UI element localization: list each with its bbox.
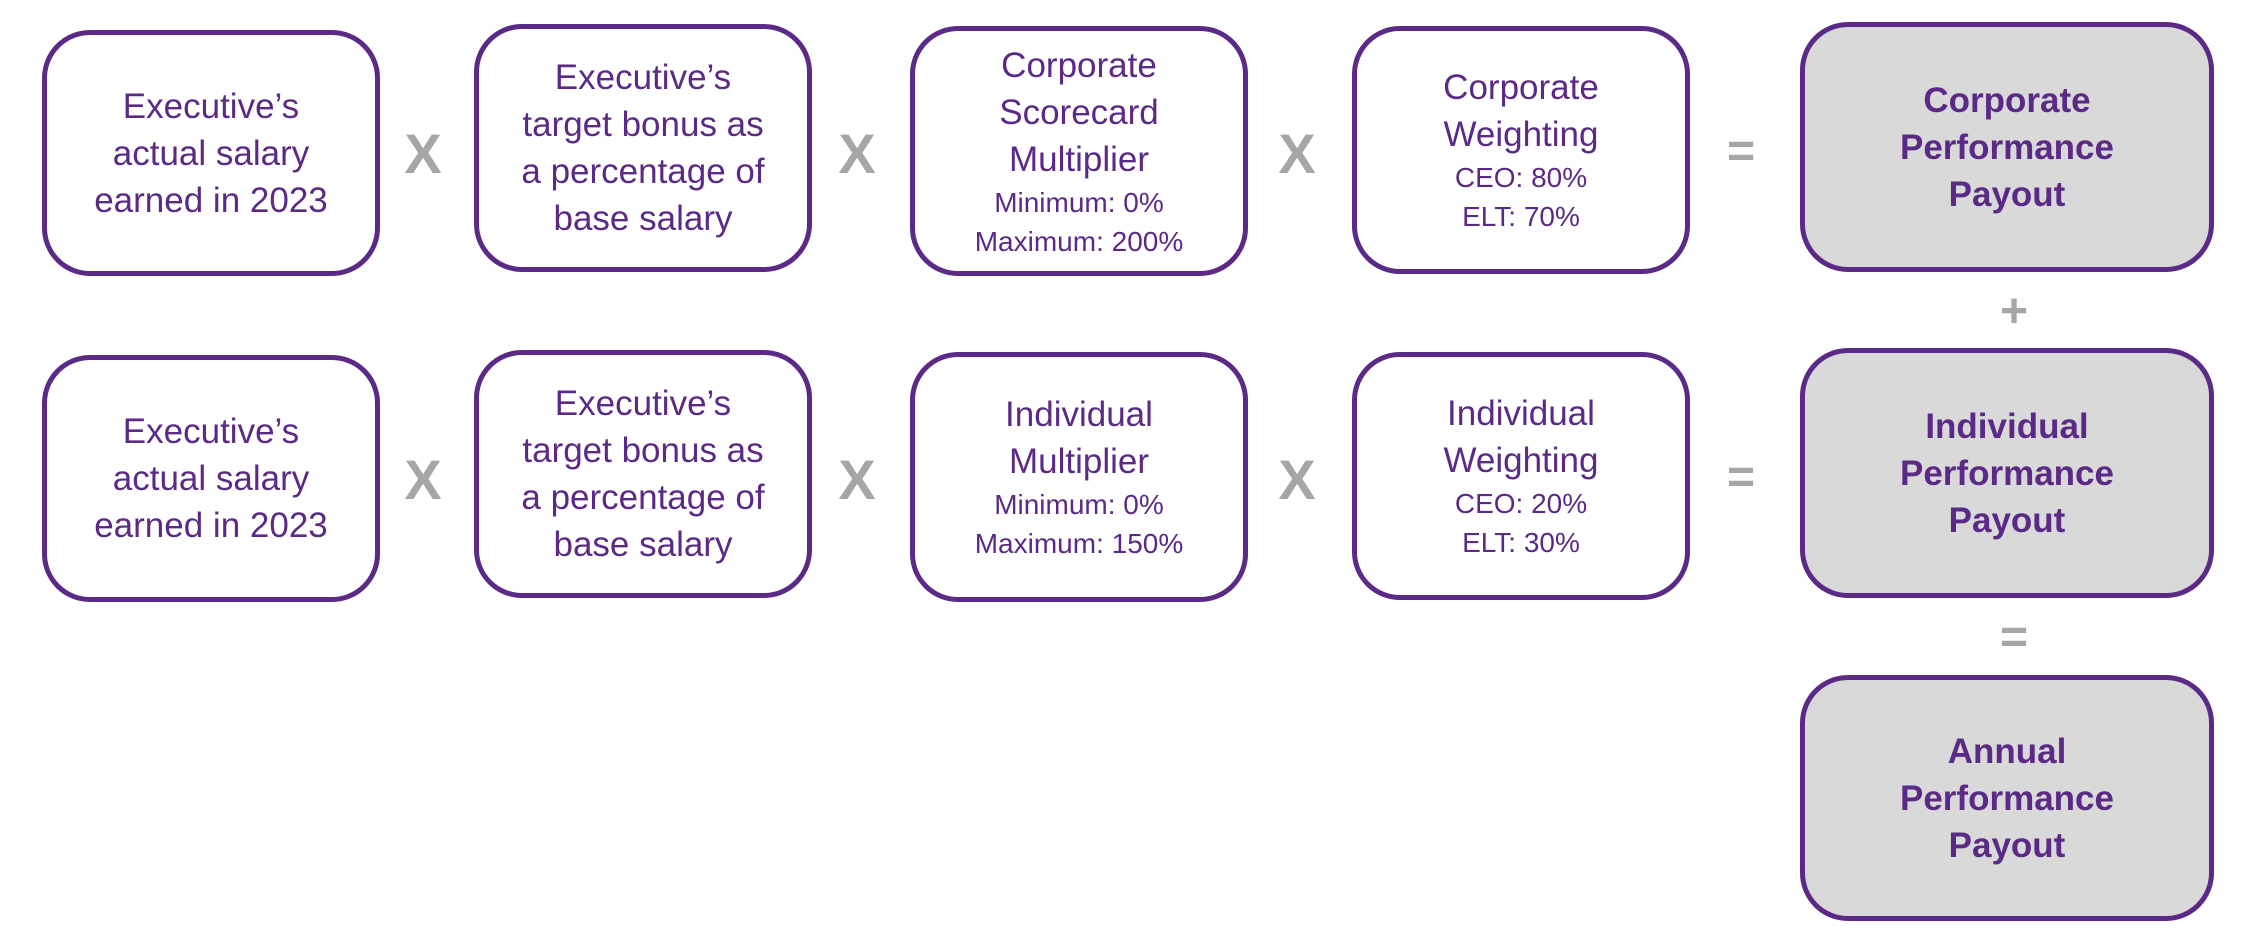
- corporate-payout-text: Corporate Performance Payout: [1900, 80, 2114, 214]
- row2-equals: =: [1726, 451, 1756, 504]
- total-equals-operator: =: [1999, 611, 2029, 664]
- corporate-payout-box: Corporate Performance Payout: [1800, 22, 2214, 272]
- row2-salary-text: Executive’s actual salary earned in 2023: [94, 412, 328, 545]
- corporate-multiplier-range: Minimum: 0% Maximum: 200%: [974, 186, 1184, 257]
- row1-times-2: X: [838, 122, 876, 185]
- individual-payout-text: Individual Performance Payout: [1900, 406, 2114, 540]
- individual-weighting-title: Individual Weighting: [1443, 394, 1599, 480]
- individual-weighting-values: CEO: 20% ELT: 30%: [1454, 488, 1588, 558]
- individual-payout-box: Individual Performance Payout: [1800, 348, 2214, 598]
- corporate-multiplier-title: Corporate Scorecard Multiplier: [999, 45, 1159, 179]
- row1-salary-text: Executive’s actual salary earned in 2023: [94, 86, 328, 220]
- individual-multiplier-box: Individual Multiplier Minimum: 0% Maximu…: [910, 352, 1248, 602]
- row2-target-bonus-box: Executive’s target bonus as a percentage…: [474, 350, 812, 598]
- corporate-weighting-values: CEO: 80% ELT: 70%: [1454, 162, 1588, 232]
- row2-times-2: X: [838, 448, 876, 511]
- annual-payout-box: Annual Performance Payout: [1800, 675, 2214, 921]
- plus-operator: +: [1999, 285, 2029, 338]
- row2-target-bonus-text: Executive’s target bonus as a percentage…: [521, 384, 765, 564]
- row1-equals: =: [1726, 125, 1756, 178]
- individual-weighting-box: Individual Weighting CEO: 20% ELT: 30%: [1352, 352, 1690, 600]
- individual-multiplier-range: Minimum: 0% Maximum: 150%: [974, 489, 1184, 559]
- individual-multiplier-title: Individual Multiplier: [1005, 395, 1153, 481]
- annual-payout-text: Annual Performance Payout: [1900, 731, 2114, 865]
- row1-target-bonus-box: Executive’s target bonus as a percentage…: [474, 24, 812, 272]
- row1-salary-box: Executive’s actual salary earned in 2023: [42, 30, 380, 276]
- corporate-weighting-box: Corporate Weighting CEO: 80% ELT: 70%: [1352, 26, 1690, 274]
- row1-times-1: X: [404, 122, 442, 185]
- row2-times-1: X: [404, 448, 442, 511]
- row2-times-3: X: [1278, 448, 1316, 511]
- row2-salary-box: Executive’s actual salary earned in 2023: [42, 355, 380, 602]
- corporate-multiplier-box: Corporate Scorecard Multiplier Minimum: …: [910, 26, 1248, 276]
- row1-times-3: X: [1278, 122, 1316, 185]
- row1-target-bonus-text: Executive’s target bonus as a percentage…: [521, 58, 765, 238]
- corporate-weighting-title: Corporate Weighting: [1443, 68, 1599, 154]
